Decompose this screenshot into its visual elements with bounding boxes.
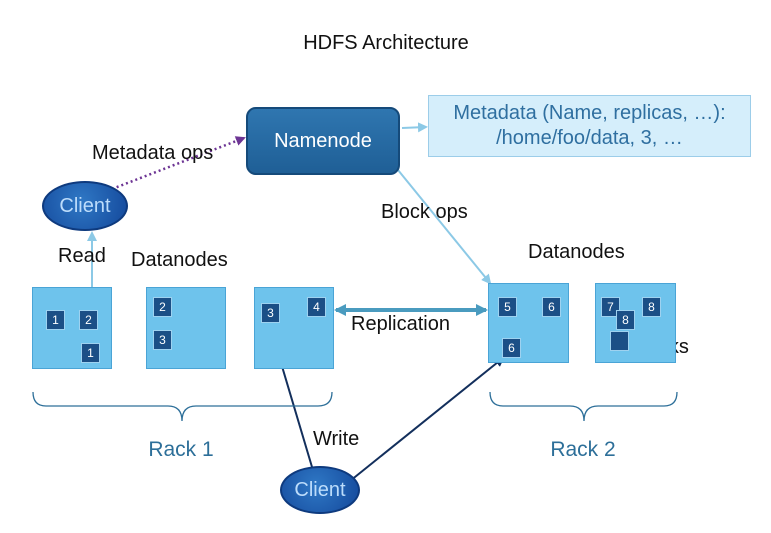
datanode-rack1-1: 1 2 1 — [32, 287, 112, 369]
block: 6 — [542, 297, 561, 317]
namenode: Namenode — [246, 107, 400, 175]
metadata-ops-arrow — [111, 136, 246, 191]
datanodes-label-rack1: Datanodes — [131, 249, 228, 271]
datanodes-label-rack2: Datanodes — [528, 241, 625, 263]
datanode-rack2-1: 5 6 6 — [488, 283, 569, 363]
block — [610, 331, 629, 351]
datanode-rack2-2: 7 8 8 — [595, 283, 676, 363]
block: 8 — [642, 297, 661, 317]
block: 1 — [46, 310, 65, 330]
metadata-box: Metadata (Name, replicas, …): /home/foo/… — [428, 95, 751, 157]
datanode-rack1-2: 2 3 — [146, 287, 226, 369]
client-top[interactable]: Client — [42, 181, 128, 231]
rack-1-label: Rack 1 — [148, 438, 214, 461]
rack-2-label: Rack 2 — [550, 438, 616, 461]
page-title: HDFS Architecture — [303, 32, 469, 54]
block: 6 — [502, 338, 521, 358]
block: 2 — [153, 297, 172, 317]
metadata-ops-label: Metadata ops — [92, 142, 214, 164]
read-label: Read — [58, 245, 106, 267]
block: 3 — [261, 303, 280, 323]
rack1-brace — [32, 391, 333, 422]
block: 4 — [307, 297, 326, 317]
block: 3 — [153, 330, 172, 350]
block: 7 — [601, 297, 620, 317]
write-arrow-rack2 — [349, 356, 505, 482]
block: 5 — [498, 297, 517, 317]
block: 8 — [616, 310, 635, 330]
block: 1 — [81, 343, 100, 363]
rack2-brace — [489, 391, 678, 422]
metadata-line-2: /home/foo/data, 3, … — [496, 127, 683, 149]
block-ops-arrow — [397, 169, 492, 285]
metadata-line-1: Metadata (Name, replicas, …): — [453, 102, 726, 124]
namenode-to-metadata-arrow — [401, 122, 428, 133]
datanode-rack1-3: 3 4 — [254, 287, 334, 369]
block-ops-label: Block ops — [381, 201, 468, 223]
block: 2 — [79, 310, 98, 330]
write-label: Write — [313, 428, 360, 450]
client-bottom[interactable]: Client — [280, 466, 360, 514]
replication-label: Replication — [351, 313, 450, 335]
